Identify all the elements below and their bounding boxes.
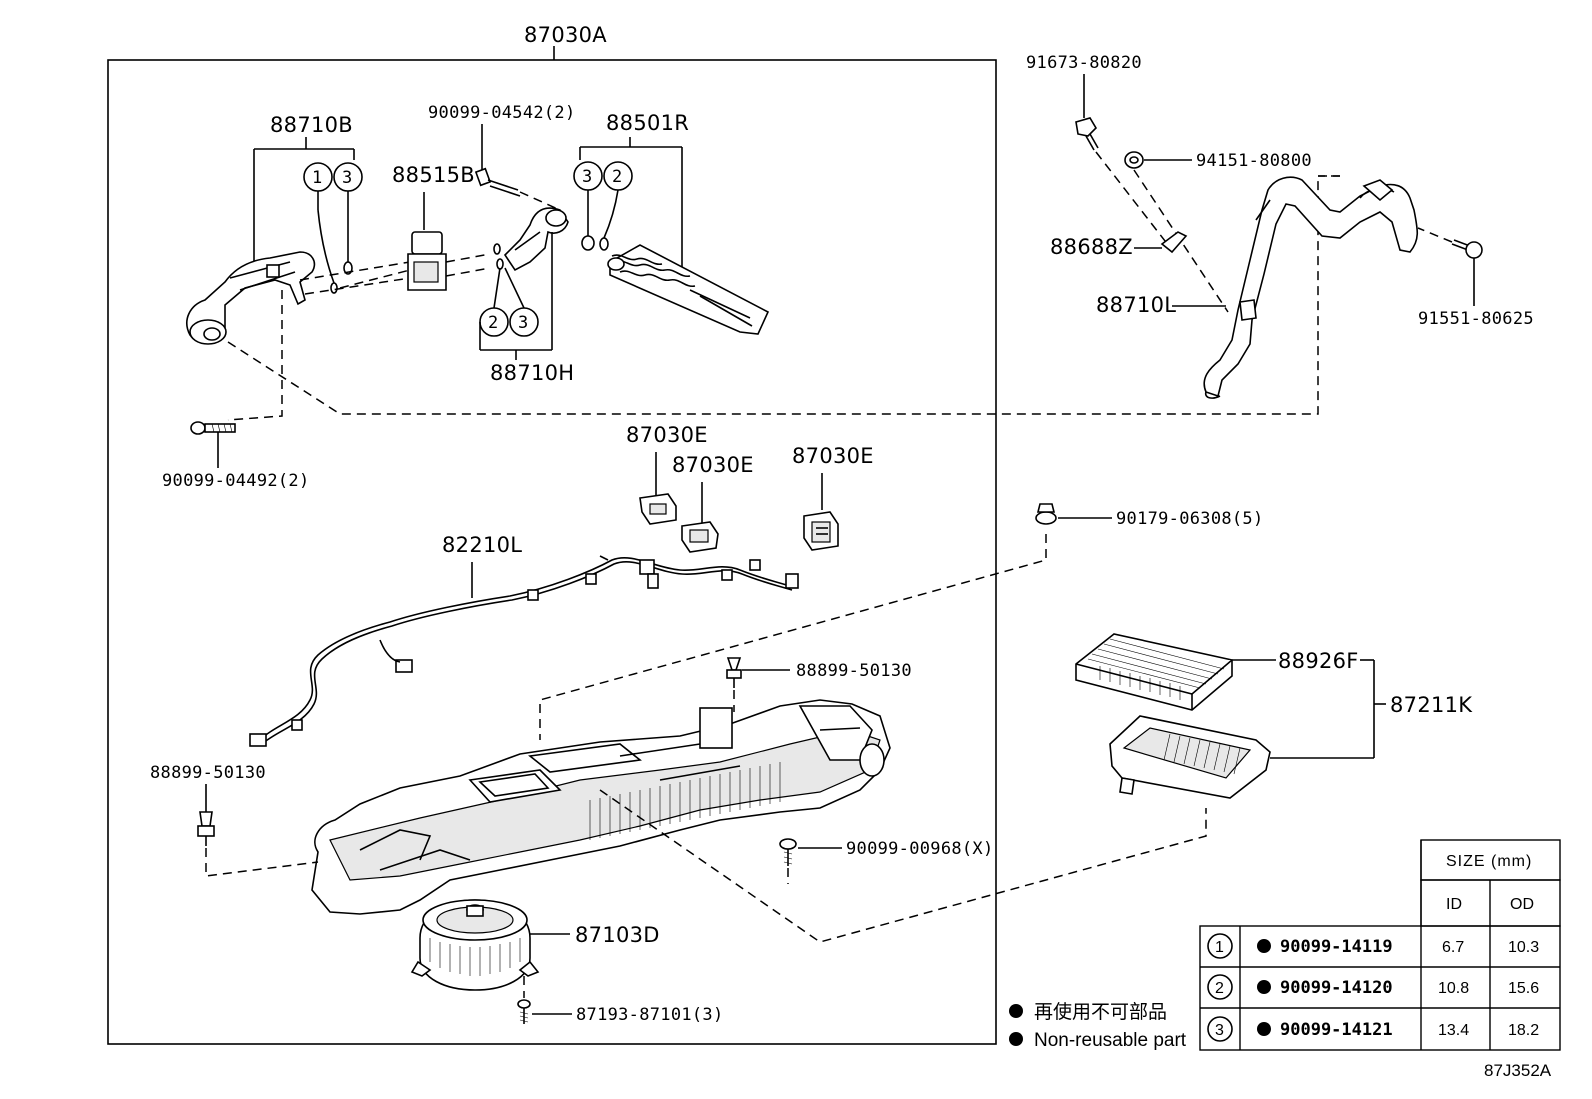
part-label-87211K[interactable]: 87211K (1390, 693, 1473, 717)
size-row-3-part: 90099-14121 (1280, 1020, 1393, 1040)
size-row-2-id: 10.8 (1438, 980, 1469, 997)
size-row-3-od: 18.2 (1508, 1022, 1539, 1039)
screw-90099-00968 (779, 838, 797, 866)
part-label-90099-04542[interactable]: 90099-04542(2) (428, 103, 576, 123)
evaporator-88501R (607, 244, 770, 335)
part-label-88501R[interactable]: 88501R (606, 111, 689, 135)
size-row-1-od: 10.3 (1508, 939, 1539, 956)
size-table-header: SIZE (mm) (1446, 853, 1532, 870)
svg-text:3: 3 (582, 167, 593, 187)
tube-88710L (1203, 176, 1419, 399)
assembly-frame (107, 59, 997, 1045)
hvac-unit-housing (311, 699, 891, 915)
o-ring-marker-2-right: 2 (603, 161, 633, 191)
part-label-90179-06308[interactable]: 90179-06308(5) (1116, 509, 1264, 529)
filter-case-87211K (1109, 715, 1271, 799)
size-row-1-ref: 1 (1215, 939, 1224, 956)
part-label-88688Z[interactable]: 88688Z (1050, 235, 1133, 259)
tube-88710B (186, 251, 316, 345)
sensor-87030E-c (803, 511, 839, 551)
tube-88710H (503, 207, 569, 272)
o-ring-marker-3-right: 3 (573, 161, 603, 191)
o-ring-marker-1-upper: 1 (303, 162, 333, 192)
part-label-90099-04492[interactable]: 90099-04492(2) (162, 471, 310, 491)
part-label-88899-50130-left[interactable]: 88899-50130 (150, 763, 266, 783)
svg-text:3: 3 (518, 313, 529, 333)
expansion-valve-88515B (407, 231, 447, 291)
blower-motor-87103D (410, 899, 540, 991)
clamp-88688Z (1160, 231, 1188, 254)
part-label-90099-00968[interactable]: 90099-00968(X) (846, 839, 994, 859)
size-row-3-ref: 3 (1215, 1022, 1224, 1039)
bolt-91551-80625 (1451, 239, 1483, 259)
non-reusable-bullet-jp (1009, 1004, 1023, 1018)
non-reusable-bullet-en (1009, 1032, 1023, 1046)
bolt-90099-04492 (190, 421, 236, 435)
svg-text:2: 2 (488, 313, 499, 333)
size-row-1-id: 6.7 (1442, 939, 1464, 956)
sensor-87030E-b (681, 521, 719, 553)
part-label-87193-87101[interactable]: 87193-87101(3) (576, 1005, 724, 1025)
screw-87193-87101 (517, 999, 531, 1024)
size-row-3-id: 13.4 (1438, 1022, 1469, 1039)
clip-88899-50130-left (197, 811, 215, 846)
part-label-87030A[interactable]: 87030A (524, 23, 607, 47)
size-row-1-part: 90099-14119 (1280, 937, 1393, 957)
legend-en-text: Non-reusable part (1034, 1030, 1187, 1051)
size-table-col-od: OD (1510, 896, 1534, 913)
svg-text:3: 3 (342, 168, 353, 188)
part-label-88515B[interactable]: 88515B (392, 163, 475, 187)
part-label-82210L[interactable]: 82210L (442, 533, 522, 557)
size-row-2-od: 15.6 (1508, 980, 1539, 997)
part-label-87030E-a[interactable]: 87030E (626, 423, 708, 447)
part-label-88710B[interactable]: 88710B (270, 113, 353, 137)
part-label-87030E-c[interactable]: 87030E (792, 444, 874, 468)
nut-90179-06308 (1035, 503, 1057, 525)
part-label-88710H[interactable]: 88710H (490, 361, 574, 385)
nut-94151-80800 (1124, 151, 1144, 169)
legend-jp-text: 再使用不可部品 (1034, 1001, 1167, 1023)
sensor-87030E-a (639, 493, 677, 525)
clip-88899-50130-right (726, 657, 742, 688)
bolt-91673-80820 (1075, 117, 1099, 151)
part-label-88710L[interactable]: 88710L (1096, 293, 1176, 317)
o-ring-marker-2-lower: 2 (479, 307, 509, 337)
size-row-2-ref: 2 (1215, 980, 1224, 997)
part-label-94151-80800[interactable]: 94151-80800 (1196, 151, 1312, 171)
svg-text:1: 1 (312, 168, 323, 188)
size-table: SIZE (mm) ID OD 1 90099-14119 6.7 10.3 2… (1199, 839, 1561, 1051)
size-row-2-part: 90099-14120 (1280, 978, 1393, 998)
bolt-90099-04542 (474, 167, 521, 197)
part-label-88899-50130-right[interactable]: 88899-50130 (796, 661, 912, 681)
wire-harness-82210L (249, 555, 799, 747)
svg-text:2: 2 (612, 167, 623, 187)
filter-88926F (1075, 633, 1233, 711)
figure-id: 87J352A (1484, 1061, 1552, 1080)
part-label-91673-80820[interactable]: 91673-80820 (1026, 53, 1142, 73)
part-label-91551-80625[interactable]: 91551-80625 (1418, 309, 1534, 329)
part-label-88926F[interactable]: 88926F (1278, 649, 1359, 673)
part-label-87030E-b[interactable]: 87030E (672, 453, 754, 477)
size-table-col-id: ID (1446, 896, 1462, 913)
part-label-87103D[interactable]: 87103D (575, 923, 660, 947)
o-ring-marker-3-lower: 3 (509, 307, 539, 337)
o-ring-marker-3-upper: 3 (333, 162, 363, 192)
